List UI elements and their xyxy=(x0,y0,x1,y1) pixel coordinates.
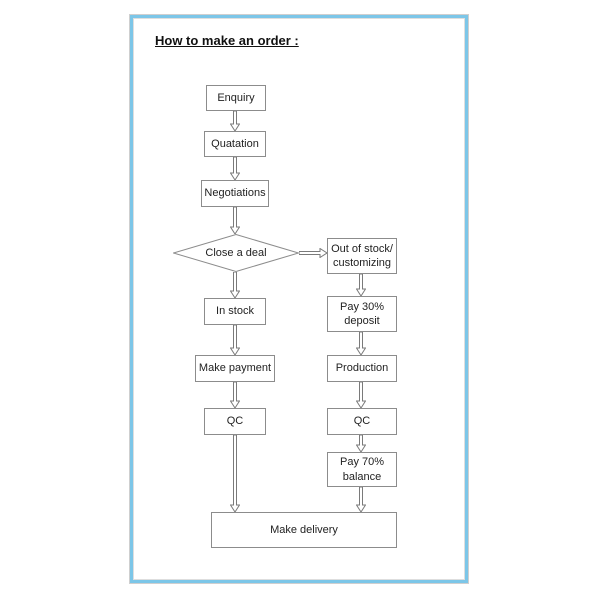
connector-pay30-to-production xyxy=(356,332,366,355)
order-flow-panel xyxy=(130,15,468,583)
connector-close-deal-to-in-stock xyxy=(230,272,240,298)
pay-30-line1: Pay 30% xyxy=(339,300,385,313)
node-quotation: Quatation xyxy=(204,131,266,157)
node-production: Production xyxy=(327,355,397,382)
node-make-payment: Make payment xyxy=(195,355,275,382)
pay-70-line2: balance xyxy=(342,470,382,483)
close-deal-label: Close a deal xyxy=(205,247,267,259)
connector-close-deal-to-out-of-stock xyxy=(299,248,327,258)
panel-inner-border xyxy=(133,18,465,580)
connector-qc-left-to-make-delivery xyxy=(230,435,240,512)
out-of-stock-line1: Out of stock/ xyxy=(331,242,393,255)
node-pay-30-deposit: Pay 30% deposit xyxy=(327,296,397,332)
connector-make-payment-to-qc xyxy=(230,382,240,408)
connector-production-to-qc xyxy=(356,382,366,408)
node-out-of-stock: Out of stock/ customizing xyxy=(327,238,397,274)
connector-out-of-stock-to-pay30 xyxy=(356,274,366,296)
connector-qc-right-to-pay70 xyxy=(356,435,366,452)
node-pay-70-balance: Pay 70% balance xyxy=(327,452,397,487)
page-title: How to make an order : xyxy=(155,33,299,48)
node-close-deal: Close a deal xyxy=(173,234,299,272)
node-negotiations: Negotiations xyxy=(201,180,269,207)
pay-70-line1: Pay 70% xyxy=(339,456,385,469)
connector-quotation-to-negotiations xyxy=(230,157,240,180)
connector-negotiations-to-close-deal xyxy=(230,207,240,234)
node-qc-right: QC xyxy=(327,408,397,435)
out-of-stock-line2: customizing xyxy=(332,257,392,269)
node-in-stock: In stock xyxy=(204,298,266,325)
node-qc-left: QC xyxy=(204,408,266,435)
connector-in-stock-to-make-payment xyxy=(230,325,240,355)
pay-30-line2: deposit xyxy=(344,315,380,327)
node-enquiry: Enquiry xyxy=(206,85,266,111)
connector-enquiry-to-quotation xyxy=(230,111,240,131)
connector-pay70-to-make-delivery xyxy=(356,487,366,512)
node-make-delivery: Make delivery xyxy=(211,512,397,548)
